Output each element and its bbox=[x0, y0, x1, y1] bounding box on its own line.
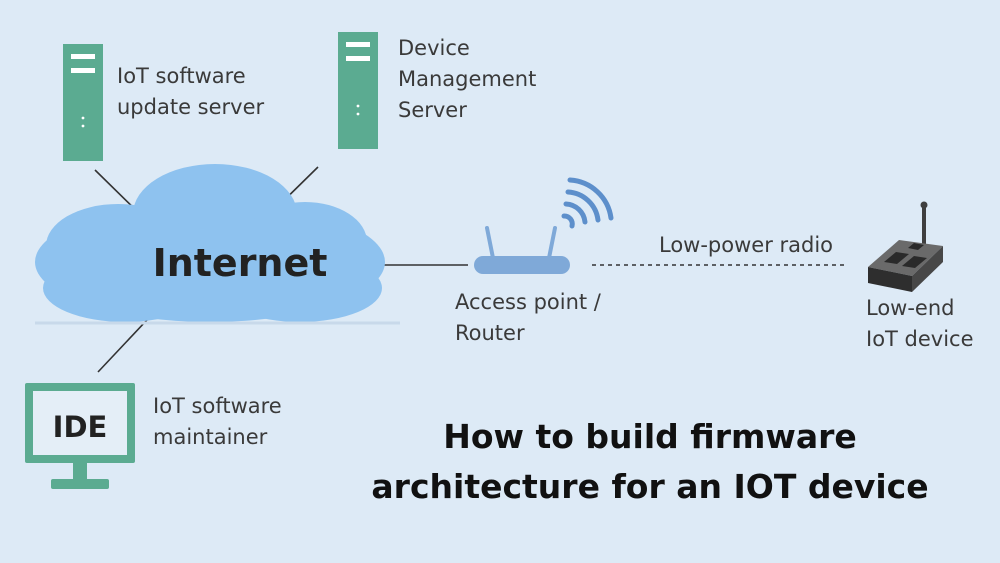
monitor-screen-text: IDE bbox=[53, 410, 108, 444]
page-title: How to build firmware architecture for a… bbox=[371, 417, 929, 506]
internet-label: Internet bbox=[153, 241, 328, 285]
internet-cloud-icon bbox=[35, 164, 385, 322]
iot-device-label: Low-end IoT device bbox=[866, 296, 974, 351]
iot-device-icon bbox=[868, 201, 943, 292]
device-mgmt-server-icon bbox=[338, 32, 378, 149]
wifi-signal-icon bbox=[561, 177, 614, 229]
router-icon bbox=[474, 226, 570, 274]
radio-link-label: Low-power radio bbox=[659, 233, 834, 257]
ide-monitor-icon: IDE bbox=[25, 383, 135, 489]
device-mgmt-server-label: Device Management Server bbox=[398, 36, 537, 122]
update-server-icon bbox=[63, 44, 103, 161]
maintainer-label: IoT software maintainer bbox=[153, 394, 282, 449]
access-point-label: Access point / Router bbox=[455, 290, 601, 345]
update-server-label: IoT software update server bbox=[117, 64, 265, 119]
